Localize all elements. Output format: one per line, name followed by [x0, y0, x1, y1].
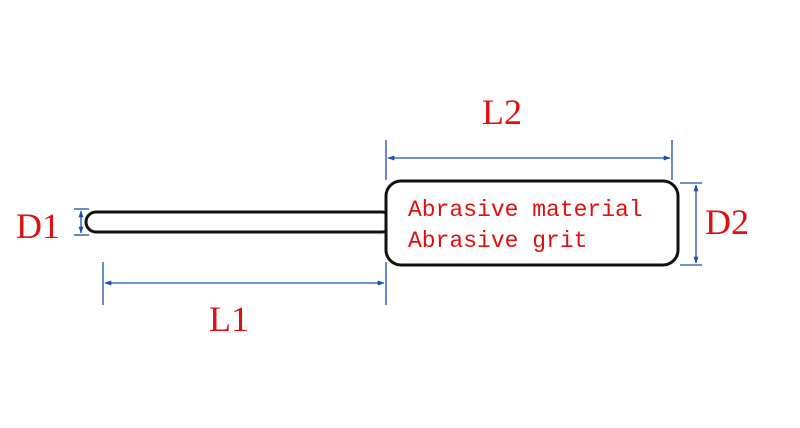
l2-dimension — [385, 140, 673, 180]
d2-dimension — [680, 182, 702, 266]
d2-label: D2 — [705, 202, 749, 242]
head-text-grit: Abrasive grit — [408, 228, 587, 254]
l1-dimension — [102, 262, 387, 305]
l1-label: L1 — [209, 299, 249, 339]
abrasive-head — [384, 179, 680, 267]
d1-label: D1 — [16, 206, 60, 246]
l2-label: L2 — [482, 92, 522, 132]
shank — [84, 210, 394, 234]
d1-dimension — [74, 208, 89, 236]
head-text-material: Abrasive material — [408, 197, 643, 223]
